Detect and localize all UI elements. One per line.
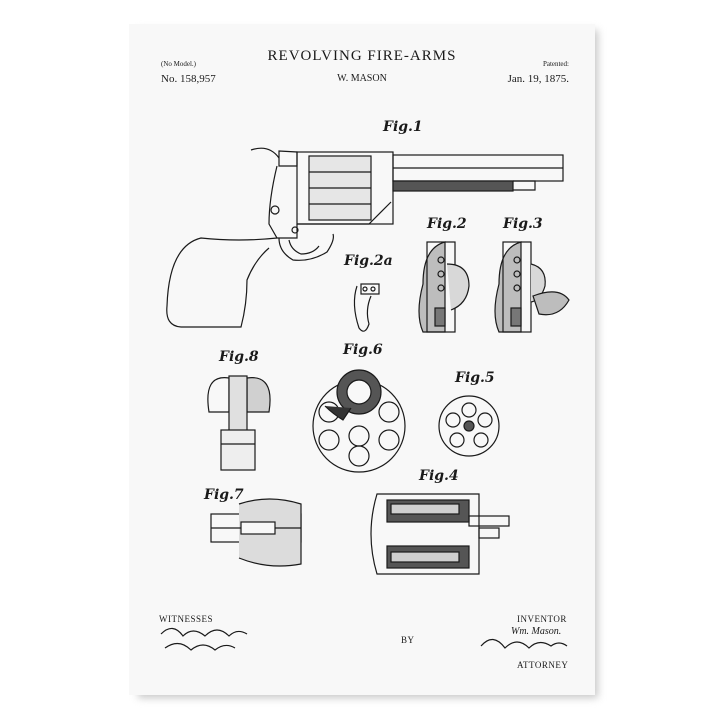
inventor-name: W. MASON — [337, 73, 387, 84]
fig-2-label: Fig.2 — [427, 216, 467, 232]
patent-title: REVOLVING FIRE-ARMS — [267, 48, 457, 64]
fig-8-drawing — [207, 375, 271, 471]
fig-1-label: Fig.1 — [383, 119, 423, 135]
inventor-signature: Wm. Mason. — [511, 626, 562, 637]
fig-4-drawing — [370, 493, 510, 575]
witness-signature-1 — [160, 627, 248, 637]
fig-2a-drawing — [353, 283, 380, 332]
no-model-note: (No Model.) — [161, 60, 196, 68]
patent-drawings — [160, 147, 570, 651]
fig-2a-label: Fig.2a — [344, 253, 393, 269]
fig-3-drawing — [494, 241, 570, 333]
witnesses-label: WITNESSES — [159, 614, 213, 624]
by-label: BY — [401, 635, 415, 645]
patent-number: No. 158,957 — [161, 73, 216, 85]
fig-5-drawing — [438, 395, 500, 457]
fig-4-label: Fig.4 — [419, 468, 459, 484]
inventor-label: INVENTOR — [517, 614, 567, 624]
attorney-signature — [480, 638, 568, 649]
fig-7-drawing — [210, 498, 302, 567]
fig-5-label: Fig.5 — [455, 370, 495, 386]
patent-date: Jan. 19, 1875. — [507, 73, 569, 85]
fig-1-revolver-drawing — [166, 147, 564, 328]
patent-print-sheet: REVOLVING FIRE-ARMS (No Model.) No. 158,… — [129, 24, 595, 695]
fig-3-label: Fig.3 — [503, 216, 543, 232]
fig-8-label: Fig.8 — [219, 349, 259, 365]
fig-6-drawing — [312, 369, 406, 473]
fig-7-label: Fig.7 — [204, 487, 244, 503]
attorney-label: ATTORNEY — [517, 660, 569, 670]
fig-6-label: Fig.6 — [343, 342, 383, 358]
fig-2-drawing — [418, 241, 470, 333]
witness-signature-2 — [164, 642, 236, 651]
patented-label: Patented: — [542, 60, 569, 68]
